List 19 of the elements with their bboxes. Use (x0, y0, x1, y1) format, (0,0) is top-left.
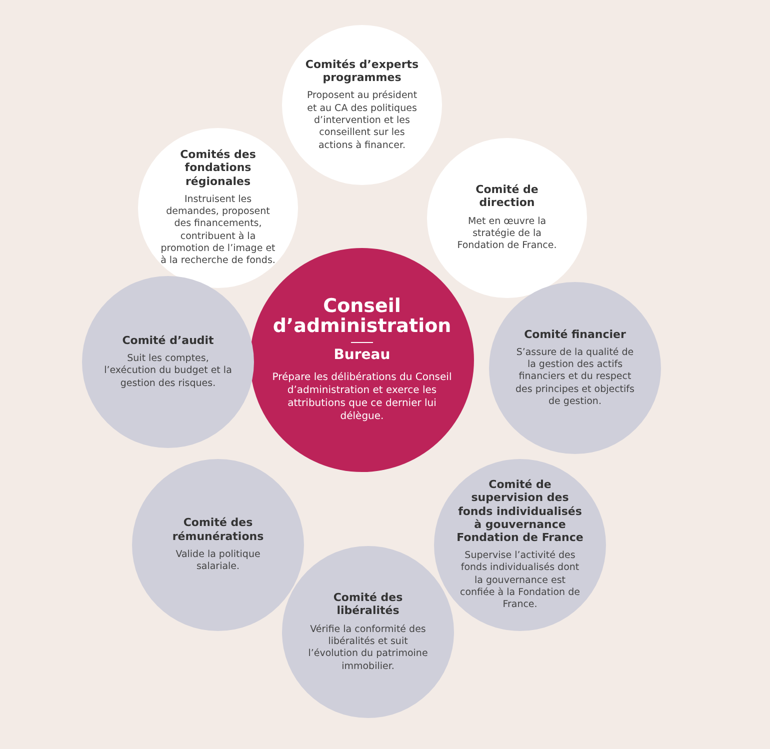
committee-heading: Comité financier (524, 328, 626, 341)
committee-heading: Comités d’experts programmes (304, 58, 420, 84)
description: Proposent au président et au CA des politiques d’intervention et les conseillent sur les actions à financer. (306, 90, 418, 152)
committee-heading: Comité des libéralités (332, 591, 404, 618)
council-heading: Conseil d’administration (272, 296, 452, 336)
committee-heading: Comité des rémunérations (171, 516, 265, 543)
description: Prépare les délibérations du Conseil d’administration et exerce les attributions que ce dernier lui délègue. (272, 371, 452, 424)
committee-heading: Comité de direction (474, 183, 540, 210)
committee-heading: Comité d’audit (122, 334, 214, 348)
description: S’assure de la qualité de la gestion des actifs financiers et du respect des principes et objectifs de gestion. (514, 346, 636, 408)
description: Met en œuvre la stratégie de la Fondation de France. (456, 216, 558, 253)
description: Suit les comptes, l’exécution du budget et la gestion des risques. (104, 353, 232, 390)
committee-heading: Comités des fondations régionales (179, 148, 257, 188)
description: Supervise l’activité des fonds individualisés dont la gouvernance est confiée à la Fondation de France. (459, 550, 581, 612)
committee-heading: Comité de supervision des fonds individualisés à gouvernance Fondation de France (456, 478, 584, 544)
description: Vérifie la conformité des libéralités et suit l’évolution du patrimoine immobilier. (307, 624, 429, 673)
bureau-heading: Bureau (334, 347, 390, 364)
description: Valide la politique salariale. (174, 548, 262, 574)
description: Instruisent les demandes, proposent des financements, contribuent à la promotion de l’image et à la recherche de fonds. (160, 194, 276, 268)
